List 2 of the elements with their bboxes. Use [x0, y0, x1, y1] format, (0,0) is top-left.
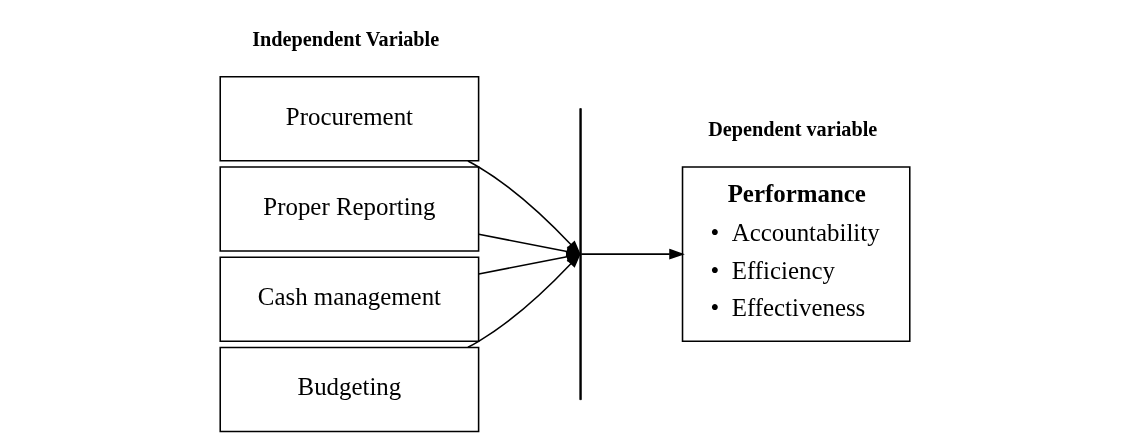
label: Dependent variable [707, 118, 877, 141]
label: Independent Variable [251, 28, 439, 51]
